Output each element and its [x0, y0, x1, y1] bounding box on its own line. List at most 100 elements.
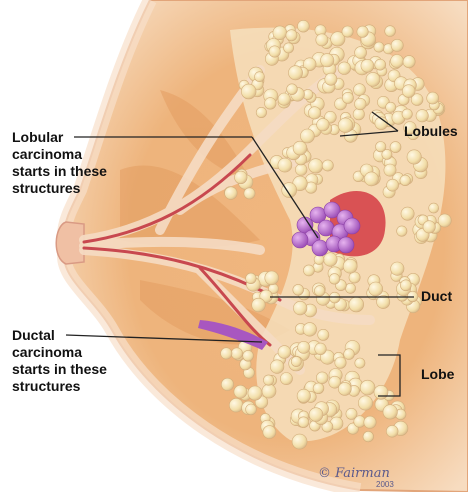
lobule-acinus [243, 350, 254, 361]
lobule-acinus [427, 92, 439, 104]
ductal-label-line-2: carcinoma [12, 344, 107, 361]
lobule-acinus [235, 171, 248, 184]
lobule-acinus [273, 26, 287, 40]
lobule-acinus [298, 417, 309, 428]
lobule-acinus [255, 72, 265, 82]
lobule-acinus [375, 59, 386, 70]
lobule-acinus [358, 396, 372, 410]
lobule-acinus [338, 382, 351, 395]
lobule-acinus [349, 297, 364, 312]
lobule-acinus [303, 265, 314, 276]
lobule-acinus [324, 253, 338, 267]
lobule-acinus [315, 343, 327, 355]
lobule-acinus [400, 175, 411, 186]
lobule-acinus [246, 273, 257, 284]
lobule-acinus [385, 26, 396, 37]
lobule-acinus [384, 164, 396, 176]
lobule-acinus [298, 20, 310, 32]
lobular-label-line-1: Lobular [12, 129, 107, 146]
lobule-acinus [344, 349, 355, 360]
lobule-acinus [423, 221, 435, 233]
lobule-acinus [374, 385, 388, 399]
lobule-acinus [342, 92, 353, 103]
lobule-acinus [386, 102, 396, 112]
lobule-acinus [403, 56, 415, 68]
lobule-acinus [355, 47, 367, 59]
lobule-acinus [345, 283, 355, 293]
artist-signature: © Fairman [318, 466, 390, 481]
lobule-acinus [265, 98, 277, 110]
lobule-acinus [402, 85, 415, 98]
lobule-acinus [438, 214, 451, 227]
lobule-acinus [361, 59, 374, 72]
lobule-acinus [387, 179, 399, 191]
lobe-label: Lobe [421, 366, 454, 383]
lobule-acinus [316, 372, 328, 384]
lobule-acinus [309, 159, 323, 173]
lobule-acinus [383, 405, 397, 419]
lobule-acinus [246, 404, 257, 415]
lobule-acinus [270, 360, 284, 374]
lobule-acinus [314, 286, 325, 297]
lobule-acinus [391, 262, 404, 275]
lobule-acinus [231, 348, 242, 359]
lobule-acinus [308, 107, 320, 119]
ductal-label-line-3: starts in these [12, 361, 107, 378]
lobule-acinus [221, 348, 232, 359]
lobule-acinus [287, 84, 298, 95]
lobule-acinus [338, 62, 351, 75]
lobule-acinus [278, 346, 291, 359]
nipple [56, 222, 84, 264]
lobular-label-line-4: structures [12, 180, 107, 197]
ductal-label-line-1: Ductal [12, 327, 107, 344]
lobule-acinus [317, 118, 330, 131]
lobule-acinus [221, 378, 233, 390]
lobule-acinus [269, 46, 280, 57]
lobule-acinus [322, 160, 333, 171]
lobule-acinus [349, 272, 360, 283]
lobule-acinus [284, 43, 294, 53]
lobule-acinus [309, 408, 323, 422]
lobular-tumor-cell [312, 240, 328, 256]
duct-label: Duct [421, 288, 452, 305]
lobular-tumor-cell [318, 220, 334, 236]
lobule-acinus [292, 434, 307, 449]
lobule-acinus [278, 93, 290, 105]
lobule-acinus [355, 98, 367, 110]
lobule-acinus [386, 425, 398, 437]
lobule-acinus [338, 118, 353, 133]
lobular-tumor-cell [338, 237, 354, 253]
lobule-acinus [407, 150, 421, 164]
lobule-acinus [391, 55, 404, 68]
lobule-acinus [343, 259, 357, 273]
lobular-tumor-cell [344, 218, 360, 234]
lobule-acinus [262, 384, 276, 398]
lobule-acinus [363, 431, 374, 442]
lobule-acinus [263, 375, 273, 385]
lobule-acinus [244, 188, 255, 199]
signature-year: 2003 [376, 480, 394, 489]
lobule-acinus [303, 323, 317, 337]
lobule-acinus [256, 107, 266, 117]
lobule-acinus [354, 84, 366, 96]
lobule-acinus [286, 30, 297, 41]
lobule-acinus [288, 66, 302, 80]
lobule-acinus [335, 357, 346, 368]
lobule-acinus [416, 110, 428, 122]
lobule-acinus [397, 226, 407, 236]
lobule-acinus [342, 26, 353, 37]
lobule-acinus [313, 383, 324, 394]
lobule-acinus [357, 26, 368, 37]
lobule-acinus [316, 34, 328, 46]
lobule-acinus [234, 385, 247, 398]
lobule-acinus [225, 187, 238, 200]
lobule-acinus [229, 398, 243, 412]
lobule-acinus [293, 301, 307, 315]
lobular-carcinoma-label: Lobular carcinoma starts in these struct… [12, 129, 107, 197]
lobular-label-line-2: carcinoma [12, 146, 107, 163]
lobule-acinus [298, 341, 310, 353]
lobule-acinus [295, 164, 307, 176]
lobule-acinus [321, 54, 334, 67]
